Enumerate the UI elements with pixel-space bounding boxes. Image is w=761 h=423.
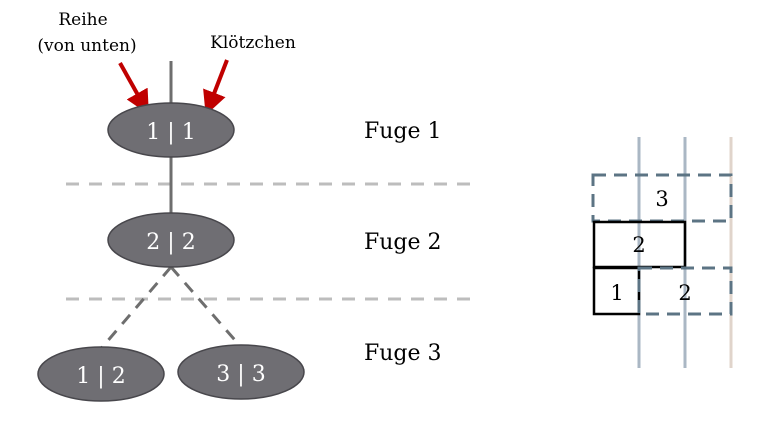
node-label: 1 | 2 (76, 364, 125, 389)
block-arrow (203, 59, 229, 116)
block-label-1: 1 (610, 281, 623, 305)
block-label-2-lower: 2 (678, 281, 691, 305)
node-1-2: 1 | 2 (37, 346, 165, 402)
node-label: 2 | 2 (146, 230, 195, 255)
block-2-dashed (637, 266, 733, 316)
block-label-3: 3 (655, 187, 668, 211)
node-label: 1 | 1 (146, 120, 195, 145)
block-label-2-upper: 2 (632, 233, 645, 257)
row-arrow (118, 62, 149, 115)
row-label-line1: Reihe (58, 10, 107, 30)
node-1-1: 1 | 1 (107, 102, 235, 158)
block-label: Klötzchen (210, 33, 296, 53)
node-2-2: 2 | 2 (107, 212, 235, 268)
level-label-3: Fuge 3 (364, 341, 442, 366)
block-structure: 3 2 1 2 (591, 137, 733, 368)
tree-edge-left (97, 266, 173, 352)
level-label-1: Fuge 1 (364, 119, 442, 144)
tree-edge-right (169, 266, 243, 348)
node-label: 3 | 3 (216, 362, 265, 387)
node-3-3: 3 | 3 (177, 344, 305, 400)
row-label-line2: (von unten) (37, 36, 136, 56)
level-label-2: Fuge 2 (364, 230, 442, 255)
